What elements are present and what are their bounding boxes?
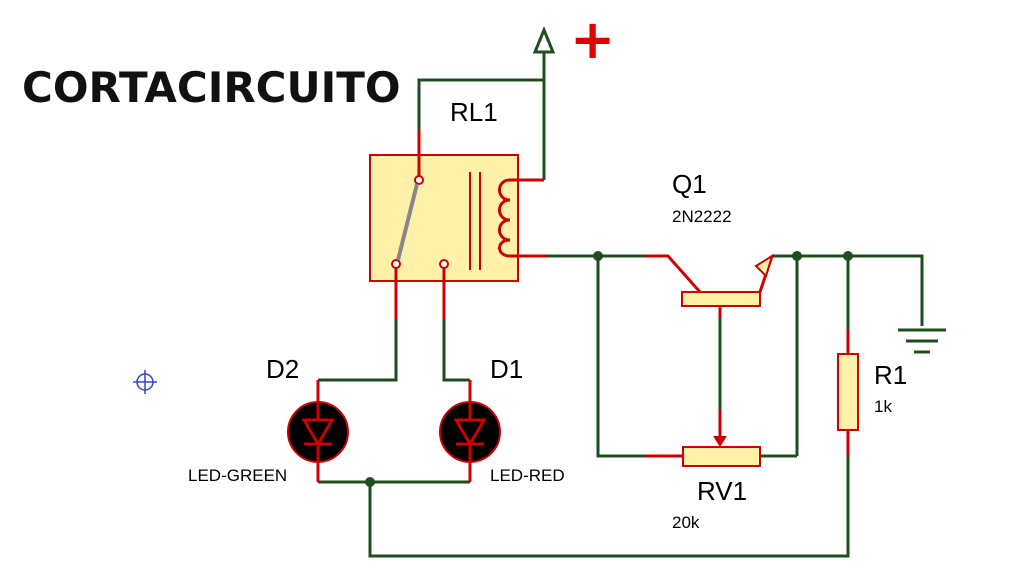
power-arrow-icon [532,26,556,80]
led-d1-ref-label: D1 [490,354,523,384]
resistor-r1 [837,330,859,456]
transistor-value-label: 2N2222 [672,207,732,226]
transistor-ref-label: Q1 [672,169,707,199]
led-d1-value-label: LED-RED [490,466,565,485]
diagram-title: CORTACIRCUITO [22,63,401,112]
relay-ref-label: RL1 [450,97,498,127]
transistor-q1 [645,253,774,318]
ground-icon [898,328,946,354]
resistor-value-label: 1k [874,397,892,416]
potentiometer-rv1 [645,410,761,467]
potentiometer-value-label: 20k [672,513,700,532]
led-d2 [287,380,349,482]
relay-rl1 [369,130,548,320]
resistor-ref-label: R1 [874,360,907,390]
led-d1 [439,380,501,482]
junction-dots [365,251,853,487]
crosshair-icon [133,370,157,394]
potentiometer-ref-label: RV1 [697,476,747,506]
led-d2-value-label: LED-GREEN [188,466,287,485]
wires [318,78,924,558]
led-d2-ref-label: D2 [266,354,299,384]
supply-plus-sign: + [570,8,615,71]
